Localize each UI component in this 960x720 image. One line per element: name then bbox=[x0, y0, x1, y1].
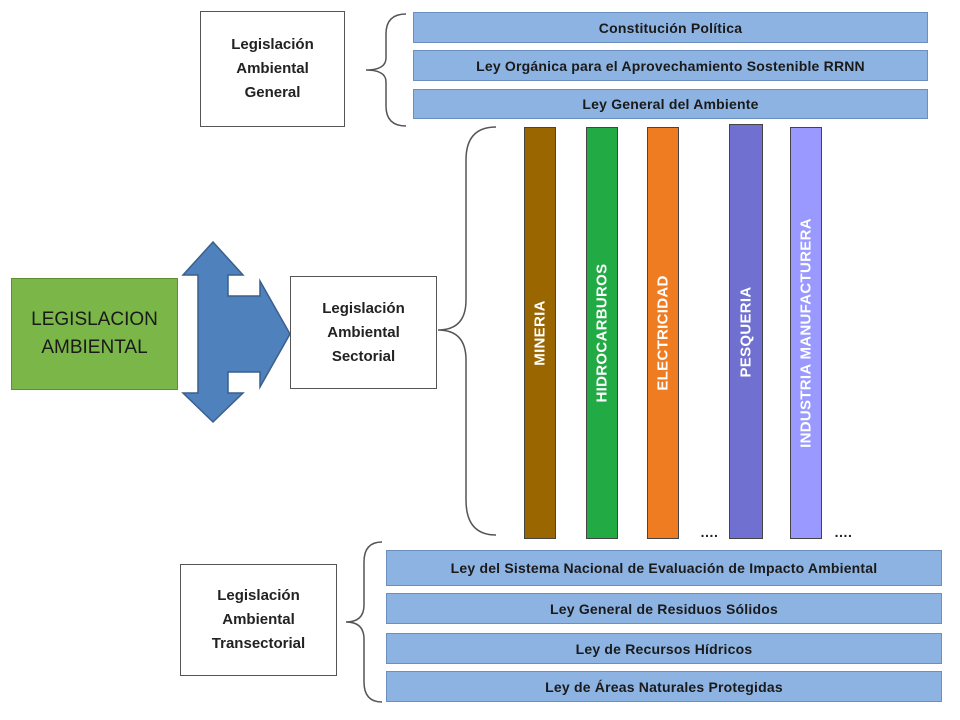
category-transectorial-line-3: Transectorial bbox=[211, 635, 306, 652]
category-general-line-3: General bbox=[244, 84, 301, 101]
law-general-1: Constitución Política bbox=[413, 12, 928, 43]
sector-bar-pesqueria: PESQUERIA bbox=[729, 124, 763, 539]
law-transectorial-3: Ley de Recursos Hídricos bbox=[386, 633, 942, 664]
brace-general bbox=[365, 13, 407, 127]
category-general-line-1: Legislación bbox=[231, 36, 314, 53]
ellipsis-2: …. bbox=[834, 524, 852, 540]
law-general-2: Ley Orgánica para el Aprovechamiento Sos… bbox=[413, 50, 928, 81]
category-transectorial-line-2: Ambiental bbox=[222, 611, 295, 628]
category-sectorial: Legislación Ambiental Sectorial bbox=[290, 276, 437, 389]
root-line-2: AMBIENTAL bbox=[41, 337, 148, 358]
category-sectorial-line-3: Sectorial bbox=[331, 347, 396, 365]
ellipsis-1: …. bbox=[700, 524, 718, 540]
brace-transectorial bbox=[345, 541, 383, 703]
sector-label-industria: INDUSTRIA MANUFACTURERA bbox=[797, 218, 815, 448]
root-box: LEGISLACION AMBIENTAL bbox=[11, 278, 178, 390]
root-line-1: LEGISLACION bbox=[31, 309, 158, 330]
sector-label-hidrocarburos: HIDROCARBUROS bbox=[593, 263, 611, 403]
law-transectorial-1: Ley del Sistema Nacional de Evaluación d… bbox=[386, 550, 942, 586]
sector-label-electricidad: ELECTRICIDAD bbox=[654, 275, 672, 391]
law-transectorial-4: Ley de Áreas Naturales Protegidas bbox=[386, 671, 942, 702]
law-general-3: Ley General del Ambiente bbox=[413, 89, 928, 119]
category-transectorial-line-1: Legislación bbox=[217, 587, 300, 604]
category-sectorial-line-1: Legislación bbox=[322, 299, 405, 317]
category-sectorial-line-2: Ambiental bbox=[327, 323, 400, 341]
sector-bar-industria: INDUSTRIA MANUFACTURERA bbox=[790, 127, 822, 539]
category-general-line-2: Ambiental bbox=[236, 60, 309, 77]
category-general: Legislación Ambiental General bbox=[200, 11, 345, 127]
category-transectorial: Legislación Ambiental Transectorial bbox=[180, 564, 337, 676]
sector-label-pesqueria: PESQUERIA bbox=[737, 285, 755, 378]
sector-bar-electricidad: ELECTRICIDAD bbox=[647, 127, 679, 539]
sector-bar-mineria: MINERIA bbox=[524, 127, 556, 539]
law-transectorial-2: Ley General de Residuos Sólidos bbox=[386, 593, 942, 624]
sector-bar-hidrocarburos: HIDROCARBUROS bbox=[586, 127, 618, 539]
sector-label-mineria: MINERIA bbox=[531, 300, 549, 366]
branch-arrow bbox=[181, 240, 291, 424]
brace-sectorial bbox=[437, 126, 497, 536]
